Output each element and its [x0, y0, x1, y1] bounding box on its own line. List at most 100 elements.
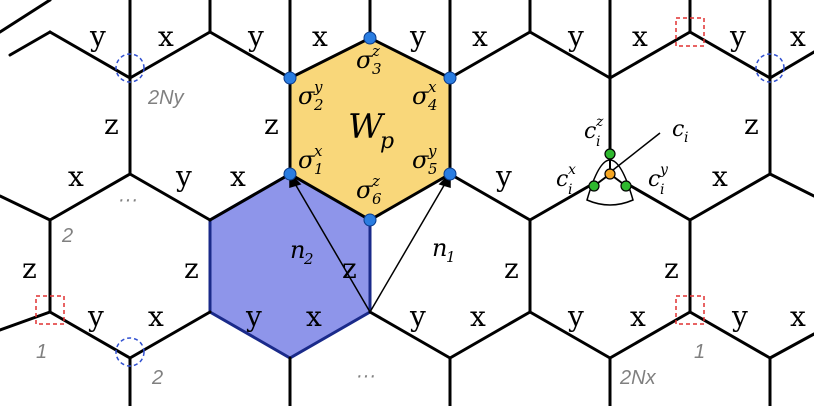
label-bottom-right-1: 1 — [694, 341, 705, 363]
boundary-circle-bottom-2 — [115, 337, 145, 367]
bond-label-x: x — [158, 20, 174, 53]
n2-label-base: n — [290, 236, 305, 264]
majorana-labels: c i c i z c i x c i y — [556, 114, 688, 198]
boundary-circle-2Ny — [115, 53, 145, 83]
spin-6-base: σ — [356, 176, 373, 204]
bond-label-z: z — [264, 108, 279, 141]
spin-5-sub: 5 — [428, 160, 438, 178]
boundary-box-bottom-right — [675, 295, 705, 325]
bond-label-x: x — [790, 300, 806, 333]
majorana-triangle — [586, 132, 661, 206]
cx-label-sub: i — [568, 182, 572, 198]
bond-label-y: y — [245, 300, 262, 333]
n1-label-base: n — [432, 234, 447, 262]
site-dot-5 — [443, 167, 457, 181]
site-dot-1 — [283, 167, 297, 181]
bond-label-y: y — [731, 300, 748, 333]
boundary-circle-top-right — [755, 53, 785, 83]
cz-label-sub: i — [596, 134, 600, 150]
bond-label-y: y — [567, 20, 584, 53]
boundary-markers — [35, 17, 785, 367]
bond-label-y: y — [175, 160, 192, 193]
bond-label-x: x — [472, 20, 488, 53]
vector-labels: n 2 n 1 — [290, 234, 456, 268]
plaquette-label-p: p — [380, 129, 394, 154]
spin-3-base: σ — [356, 46, 373, 74]
bond-labels: y x y x y x y x y x z z z x y x y x z z … — [22, 20, 806, 333]
spin-2-sub: 2 — [313, 96, 324, 114]
label-2Ny: 2Ny — [147, 87, 185, 109]
site-dot-6 — [363, 213, 377, 227]
label-bottom-left-1: 1 — [36, 341, 47, 363]
cy-label-sup: y — [659, 162, 669, 178]
label-bottom-2: 2 — [151, 367, 163, 389]
bond-label-y: y — [247, 20, 264, 53]
bond-label-x: x — [630, 300, 646, 333]
bond-label-z: z — [744, 108, 759, 141]
spin-labels: σ 1 x σ 2 y σ 3 z σ 4 x σ 5 y σ 6 z — [298, 42, 438, 208]
cy-label-sub: i — [660, 182, 664, 198]
bond-label-y: y — [567, 300, 584, 333]
bond-label-y: y — [495, 160, 512, 193]
plaquette-label-W: W — [348, 107, 386, 147]
bond-label-x: x — [312, 20, 328, 53]
spin-4-sub: 4 — [427, 96, 438, 114]
cx-label-base: c — [556, 167, 568, 192]
bond-label-z: z — [184, 252, 199, 285]
bond-label-x: x — [68, 160, 84, 193]
majorana-ci-dot — [604, 168, 616, 180]
bond-label-z: z — [342, 252, 357, 285]
ellipsis-bottom: ··· — [356, 365, 376, 387]
bond-label-x: x — [230, 160, 246, 193]
ci-label-base: c — [672, 117, 684, 142]
plaquette-site-dots — [283, 31, 457, 227]
site-dot-4 — [443, 71, 457, 85]
site-dot-3 — [363, 31, 377, 45]
bond-label-y: y — [409, 300, 426, 333]
bond-label-z: z — [104, 108, 119, 141]
site-dot-2 — [283, 71, 297, 85]
spin-5-sup: y — [427, 142, 437, 160]
spin-6-sub: 6 — [372, 190, 382, 208]
bond-label-x: x — [790, 20, 806, 53]
n1-arrow — [369, 181, 447, 313]
cz-label-sup: z — [595, 114, 604, 130]
spin-2-sup: y — [313, 78, 323, 96]
spin-1-sup: x — [314, 142, 323, 160]
bond-label-y: y — [409, 20, 426, 53]
bond-label-x: x — [306, 300, 322, 333]
boundary-box-bottom-left — [35, 295, 65, 325]
bond-label-x: x — [148, 300, 164, 333]
bond-label-x: x — [632, 20, 648, 53]
n2-label-sub: 2 — [303, 250, 314, 268]
spin-1-sub: 1 — [314, 160, 324, 178]
spin-6-sup: z — [371, 172, 380, 190]
spin-3-sup: z — [371, 42, 380, 60]
boundary-labels: 2Ny 2 1 2 2Nx 1 ··· ··· — [36, 87, 705, 389]
bond-label-z: z — [504, 252, 519, 285]
cy-label-base: c — [648, 167, 660, 192]
boundary-box-top-right — [675, 17, 705, 47]
label-left-2: 2 — [61, 225, 73, 247]
spin-4-sup: x — [428, 78, 437, 96]
majorana-cy-dot — [620, 180, 632, 192]
majorana-cx-dot — [588, 180, 600, 192]
cz-label-base: c — [584, 119, 596, 144]
majorana-cz-dot — [604, 148, 616, 160]
bond-label-x: x — [712, 160, 728, 193]
n1-label-sub: 1 — [446, 248, 456, 266]
cx-label-sup: x — [568, 162, 576, 178]
spin-5-base: σ — [412, 146, 429, 174]
plaquette-label: W p — [348, 107, 394, 154]
n2-arrow — [293, 181, 371, 313]
bond-label-z: z — [22, 252, 37, 285]
spin-1-base: σ — [298, 146, 315, 174]
spin-3-sub: 3 — [372, 60, 382, 78]
label-2Nx: 2Nx — [619, 367, 657, 389]
bond-label-x: x — [470, 300, 486, 333]
bond-label-y: y — [87, 300, 104, 333]
bond-label-z: z — [664, 252, 679, 285]
